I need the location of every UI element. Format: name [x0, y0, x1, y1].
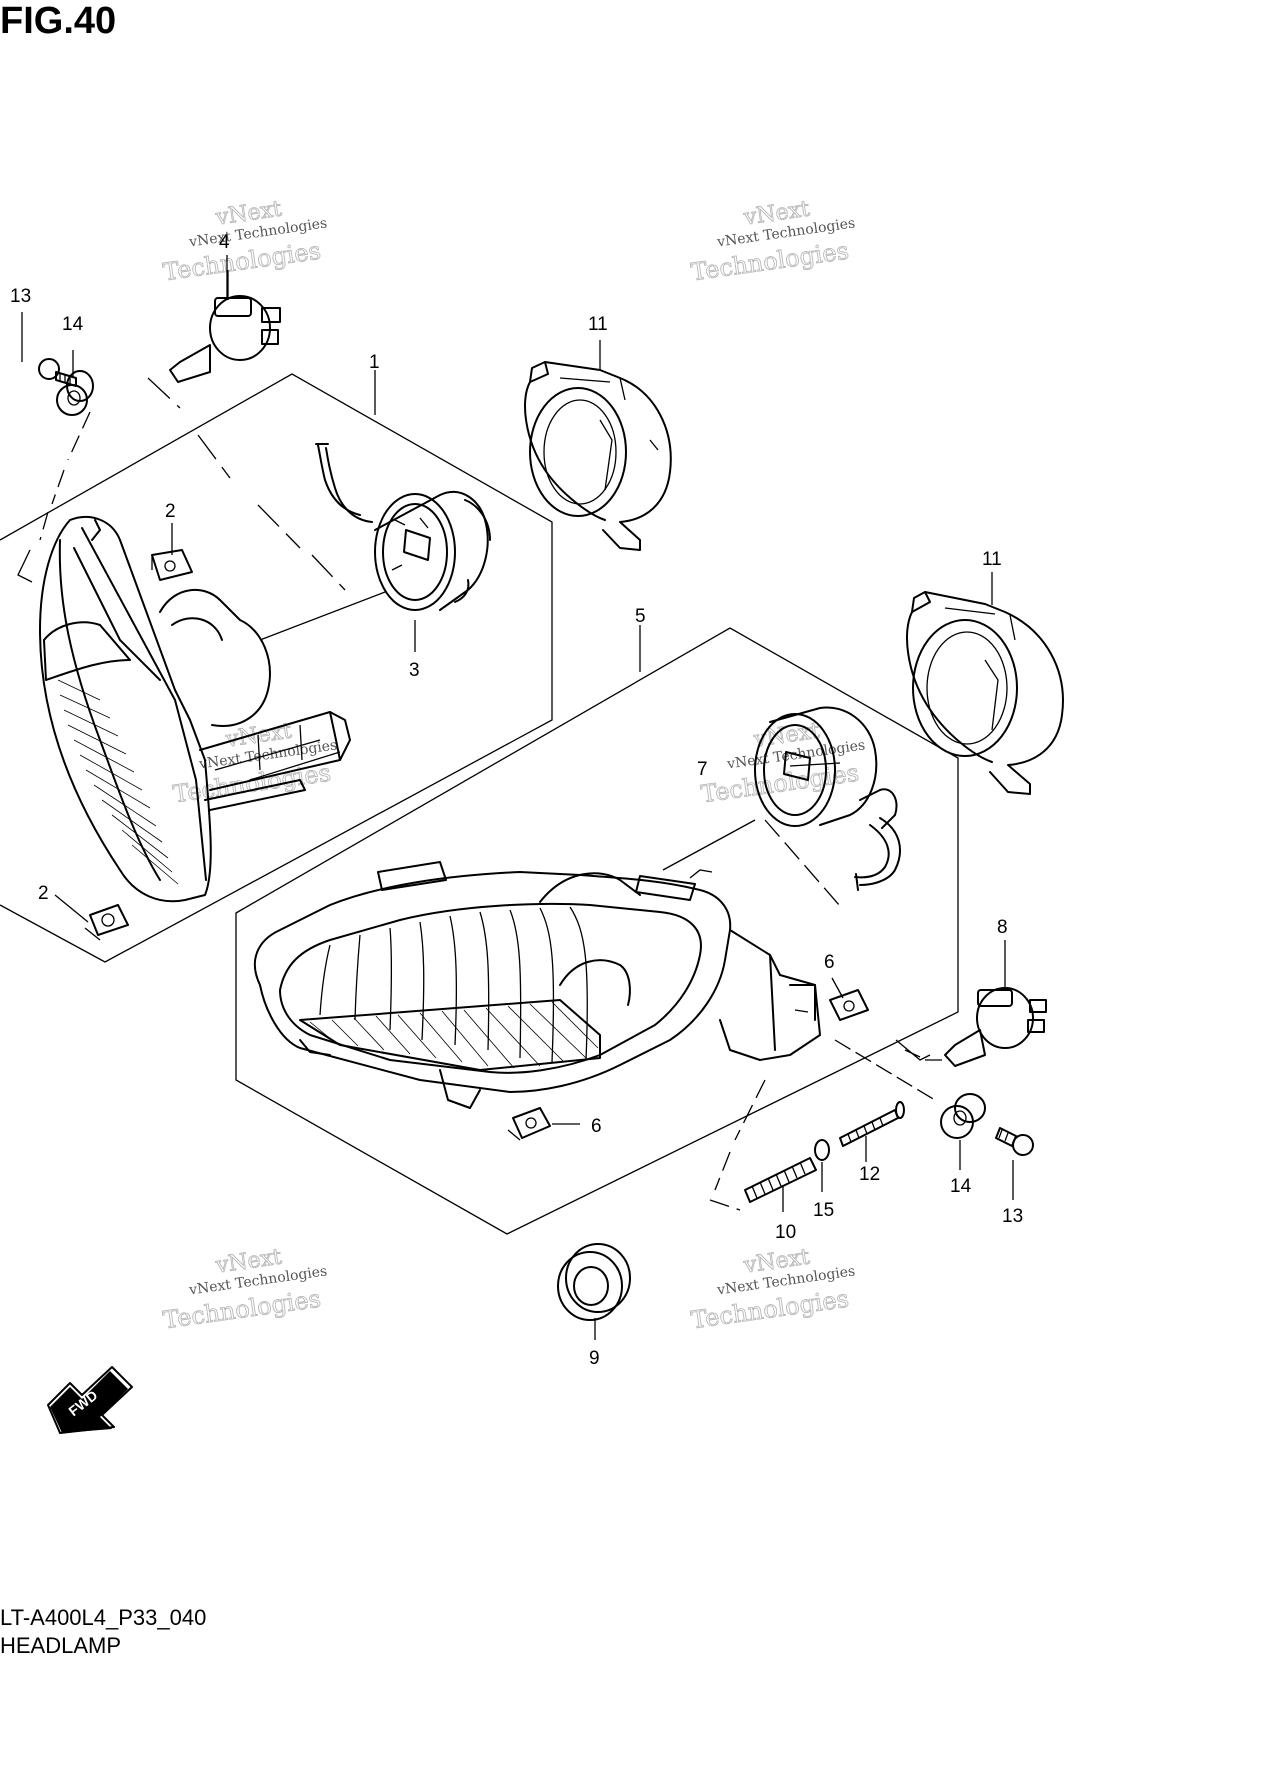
- watermark-bottom-right: vNext vNext Technologies Technologies: [689, 1244, 856, 1335]
- bulb-socket-7-right: [754, 706, 901, 891]
- callout-13-right: 13: [1002, 1206, 1023, 1227]
- seal-ring-9: [557, 1243, 631, 1321]
- watermark-technologies-text: Technologies: [699, 759, 860, 809]
- clip-nut-6-bottom: [507, 1107, 551, 1141]
- dashed-leader-adjuster: [709, 1039, 936, 1211]
- watermark-top-right: vNext vNext Technologies Technologies: [689, 196, 856, 287]
- watermark-technologies-text: Technologies: [689, 237, 850, 287]
- grommet-14-right: [940, 1093, 986, 1139]
- headlamp-bulb-left: [169, 270, 281, 383]
- fwd-direction-badge: FWD: [47, 1366, 133, 1434]
- watermark-technologies-text: Technologies: [161, 1285, 322, 1335]
- clip-nut-6-right: [829, 989, 869, 1021]
- diagram-name: HEADLAMP: [0, 1633, 122, 1658]
- bolt-13-top-left: [38, 358, 77, 387]
- figure-title: FIG.40: [0, 0, 117, 42]
- watermark-group: vNext vNext Technologies Technologies vN…: [161, 196, 866, 1335]
- callout-6-bottom: 6: [591, 1116, 602, 1137]
- callout-leader-lines: [21, 255, 1014, 1340]
- callout-14-right: 14: [950, 1176, 972, 1197]
- callout-2-top: 2: [165, 501, 176, 522]
- callout-7: 7: [697, 759, 708, 780]
- diagram-caption: LT-A400L4_P33_040 HEADLAMP: [0, 1604, 206, 1660]
- callout-8: 8: [997, 917, 1008, 938]
- grommet-14-top-left: [56, 370, 94, 416]
- washer-15: [814, 1139, 830, 1161]
- retainer-ring-11-right: [906, 591, 1064, 795]
- bulb-socket-3-left: [315, 443, 491, 611]
- callout-12: 12: [859, 1164, 880, 1185]
- callout-15: 15: [813, 1200, 834, 1221]
- watermark-mid-right: vNext vNext Technologies Technologies: [699, 718, 866, 809]
- watermark-bottom-left: vNext vNext Technologies Technologies: [161, 1244, 328, 1335]
- adjuster-spring-10: [744, 1157, 817, 1203]
- callout-13-top: 13: [10, 286, 31, 307]
- headlamp-bulb-right: [895, 987, 1047, 1067]
- left-headlamp-assembly-frame: [0, 373, 553, 963]
- adjuster-screw-12: [839, 1101, 905, 1147]
- right-headlamp-housing: [253, 861, 821, 1109]
- callout-10: 10: [775, 1222, 796, 1243]
- diagram-code: LT-A400L4_P33_040: [0, 1605, 207, 1630]
- callout-4: 4: [219, 232, 230, 253]
- right-headlamp-assembly-frame: [235, 627, 959, 1235]
- bolt-13-right: [995, 1127, 1034, 1156]
- left-headlamp-housing: [39, 515, 351, 903]
- callout-14-top: 14: [62, 314, 84, 335]
- retainer-ring-11-top: [524, 361, 672, 551]
- callout-5: 5: [635, 606, 646, 627]
- callout-labels: 4 13 14 1 11 2 3 5 11 7 2 8 6 6 12 10 15…: [10, 232, 1023, 1369]
- watermark-technologies-text: Technologies: [689, 1285, 850, 1335]
- callout-2-bottom: 2: [38, 883, 49, 904]
- clip-nut-2-bottom: [84, 904, 129, 941]
- callout-6-right: 6: [824, 952, 835, 973]
- callout-11-right: 11: [982, 549, 1002, 570]
- watermark-technologies-text: Technologies: [161, 237, 322, 287]
- callout-9: 9: [589, 1348, 600, 1369]
- leader-dashes-top-left: [17, 377, 346, 591]
- callout-11-top: 11: [588, 314, 608, 335]
- callout-3: 3: [409, 660, 420, 681]
- watermark-top-left: vNext vNext Technologies Technologies: [161, 196, 328, 287]
- callout-1: 1: [369, 352, 380, 373]
